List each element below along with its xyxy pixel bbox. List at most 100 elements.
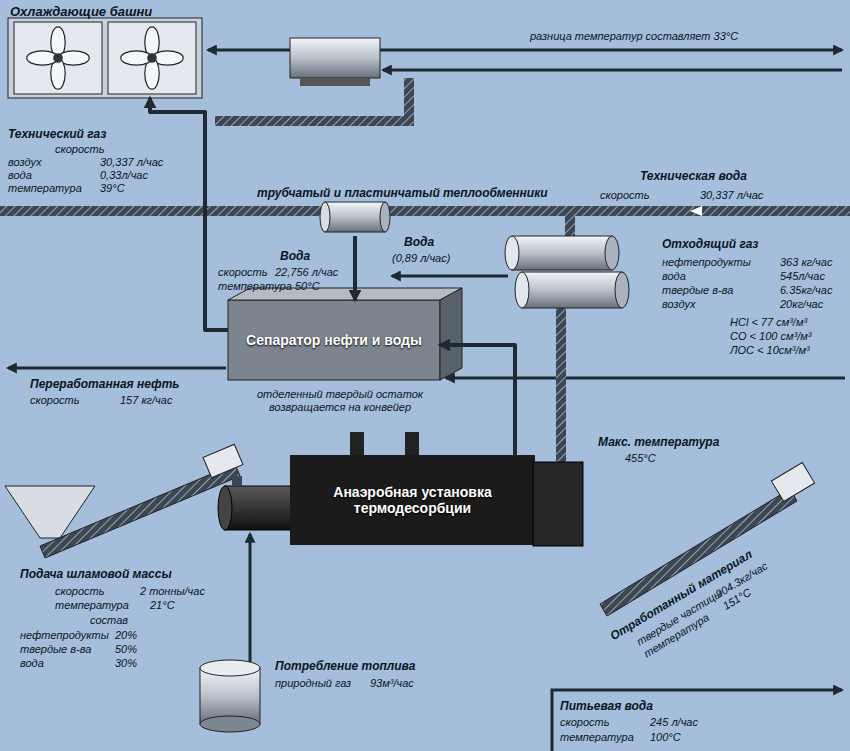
stream-value: 30% — [115, 657, 137, 670]
stream-value: скорость — [30, 394, 80, 407]
gas-scrubber — [522, 272, 622, 308]
stream-value: вода — [8, 169, 32, 182]
cooling-tower — [121, 27, 183, 89]
stream-value: разница температур составляет 33°C — [530, 30, 738, 43]
pipe — [385, 206, 850, 216]
stream-value: скорость — [218, 266, 268, 279]
stream-value: 363 кг/час — [780, 256, 832, 269]
stream-heading: Вода — [280, 250, 310, 264]
stream-value: температура — [218, 280, 292, 293]
node-text: трубчатый и пластинчатый теплообменники — [257, 186, 548, 200]
desorption-unit-body — [350, 432, 364, 456]
stream-value: 50% — [115, 643, 137, 656]
flow-arrow — [690, 206, 702, 216]
cooling-tower — [108, 22, 196, 94]
stream-heading: Техническая вода — [640, 170, 747, 184]
stream-value: 20% — [115, 629, 137, 642]
stream-heading: Вода — [404, 236, 434, 250]
flow-line — [446, 377, 845, 380]
desorption-unit-body — [290, 455, 535, 545]
tube-heat-exchanger — [325, 202, 385, 232]
stream-value: 20кг/час — [780, 298, 823, 311]
feed-hopper-conveyor — [203, 444, 243, 478]
node-text: Сепаратор нефти и воды — [246, 332, 422, 348]
node-text: Охлаждающие башни — [10, 4, 152, 19]
fuel-tank — [200, 660, 260, 732]
stream-heading: Питьевая вода — [560, 700, 653, 714]
stream-value: HCl < 77 см³/м³ — [730, 316, 807, 329]
stream-value: 39°C — [100, 182, 125, 195]
stream-value: CO < 100 см³/м³ — [730, 330, 811, 343]
stream-value: скорость — [55, 143, 105, 156]
stream-heading: Макс. температура — [598, 436, 719, 450]
stream-value: 0,33л/час — [100, 169, 148, 182]
flow-line — [249, 534, 252, 664]
stream-value: температура — [55, 599, 129, 612]
feed-hopper-conveyor — [40, 464, 240, 558]
stream-value: твердые в-ва — [20, 643, 91, 656]
stream-heading: Отходящий газ — [662, 238, 758, 252]
gas-scrubber — [505, 236, 629, 308]
stream-value: 100°C — [650, 731, 681, 744]
cooling-tower — [8, 18, 202, 98]
stream-value: воздух — [8, 156, 41, 169]
stream-value: 455°C — [625, 452, 656, 465]
rotated-label-group: Отработанный материалтвердые частицы904.… — [608, 529, 810, 683]
flow-line — [8, 50, 845, 751]
flow-line — [552, 690, 842, 751]
stream-value: температура — [560, 731, 634, 744]
node-text: Анаэробная установка термодесорбции — [302, 484, 523, 516]
cooling-tower — [27, 27, 89, 89]
stream-value: воздух — [662, 298, 695, 311]
heat-exchanger-unit — [290, 38, 380, 78]
stream-value: (0,89 л/час) — [392, 252, 450, 265]
flow-line — [383, 69, 842, 72]
stream-value: состав — [90, 614, 128, 627]
desorption-unit-body — [533, 462, 583, 546]
stream-value: 545л/час — [780, 270, 825, 283]
stream-value: 157 кг/час — [120, 394, 172, 407]
stream-value: скорость — [55, 585, 105, 598]
stream-value: скорость — [600, 189, 650, 202]
tube-heat-exchanger — [380, 202, 390, 232]
stream-value: 22,756 л/час — [275, 266, 338, 279]
gas-scrubber — [605, 236, 619, 270]
desorption-unit-box: Анаэробная установка термодесорбции — [290, 455, 535, 545]
gas-scrubber — [615, 272, 629, 308]
pipe — [0, 78, 850, 462]
flow-line — [8, 367, 226, 370]
stream-value: 2 тонны/час — [140, 585, 205, 598]
fuel-tank — [200, 716, 260, 732]
stream-value: 93м³/час — [370, 677, 414, 690]
heat-exchanger-unit — [290, 38, 380, 86]
flow-line — [380, 49, 842, 52]
stream-value: ЛОС < 10см³/м³ — [730, 344, 810, 357]
stream-heading: Подача шламовой массы — [20, 568, 172, 582]
stream-heading: Переработанная нефть — [30, 378, 179, 392]
stream-value: отделенный твердый остаток возвращается … — [245, 388, 435, 413]
output-conveyor — [771, 462, 814, 501]
cooling-tower — [8, 18, 202, 98]
stream-value: 50°C — [295, 280, 320, 293]
separator-box: Сепаратор нефти и воды — [228, 300, 440, 380]
stream-value: скорость — [560, 716, 610, 729]
feed-hopper-conveyor — [5, 444, 243, 558]
stream-value: 21°C — [150, 599, 175, 612]
gas-scrubber — [515, 272, 529, 308]
pipe-connector — [150, 98, 228, 330]
desorption-unit-body — [218, 486, 232, 530]
stream-value: 30,337 л/час — [700, 189, 763, 202]
separator-body — [440, 288, 462, 380]
flow-arrow — [690, 206, 702, 216]
pipe — [0, 206, 325, 216]
stream-value: природный газ — [275, 677, 351, 690]
tube-heat-exchanger — [320, 202, 330, 232]
desorption-unit-body — [218, 432, 583, 546]
stream-value: 6.35кг/час — [780, 284, 832, 297]
stream-value: нефтепродукты — [662, 256, 751, 269]
flow-line — [392, 275, 508, 278]
cooling-tower-box: Охлаждающие башни — [8, 2, 208, 98]
separator-body — [228, 300, 440, 380]
